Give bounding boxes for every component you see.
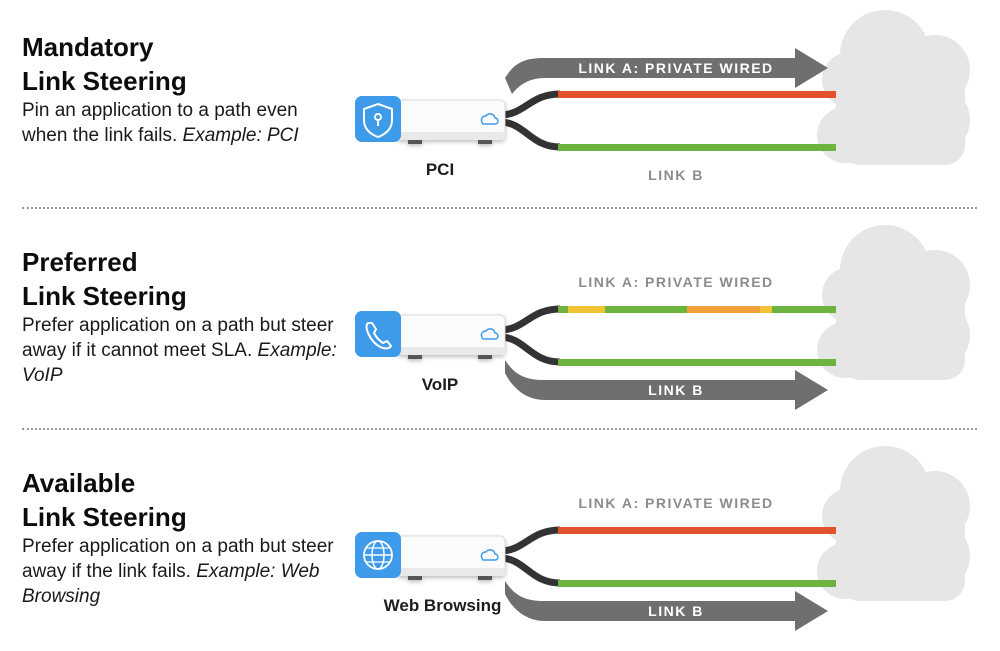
link-a-line [558,527,836,534]
link-a-line [558,91,836,98]
title-line-1: Available [22,468,136,498]
cloud-logo-icon [480,113,499,125]
cable-link-b [499,554,561,587]
title-line-1: Mandatory [22,32,154,62]
link-b-arrow [505,360,828,410]
link-a-line [558,306,836,313]
link-a-label: LINK A: PRIVATE WIRED [578,495,773,511]
description-example: Example: Web Browsing [22,561,320,607]
description-example: Example: PCI [182,125,299,146]
section-divider [22,428,977,430]
link-b-arrow [505,581,828,631]
cable-link-a [499,526,561,555]
title-line-2: Link Steering [22,281,187,311]
app-label: PCI [425,160,455,179]
title-line-2: Link Steering [22,66,187,96]
link-a-label: LINK A: PRIVATE WIRED [578,60,773,76]
cable-link-b [499,118,561,151]
cable-link-a [499,90,561,119]
cloud-logo-icon [480,328,499,340]
link-b-label: LINK B [648,382,704,398]
globe-icon [355,532,401,578]
app-label: VoIP [421,375,459,394]
cloud-logo-icon [480,549,499,561]
title-line-2: Link Steering [22,502,187,532]
cloud-icon [817,446,970,601]
section-title: Preferred Link Steering [22,245,187,313]
cloud-icon [817,10,970,165]
phone-icon [355,311,401,357]
link-b-line [558,359,836,366]
shield-lock-icon [355,96,401,142]
link-b-label: LINK B [648,603,704,619]
app-label: Web Browsing [383,596,502,615]
section-description: Prefer application on a path but steer a… [22,534,342,609]
link-a-label: LINK A: PRIVATE WIRED [578,274,773,290]
description-text: Prefer application on a path but steer a… [22,536,334,582]
section-preferred: LINK A: PRIVATE WIRED LINK B Preferred L… [0,215,1000,430]
description-text: Prefer application on a path but steer a… [22,315,334,361]
section-title: Available Link Steering [22,466,187,534]
link-b-line [558,580,836,587]
diagram-available: LINK A: PRIVATE WIRED LINK B [355,446,970,631]
cable-link-a [499,305,561,334]
section-divider [22,207,977,209]
link-b-line [558,144,836,151]
cloud-icon [817,225,970,380]
title-line-1: Preferred [22,247,138,277]
router-device [396,535,506,580]
section-description: Pin an application to a path even when t… [22,98,342,148]
section-description: Prefer application on a path but steer a… [22,313,342,388]
router-device [396,314,506,359]
section-available: LINK A: PRIVATE WIRED LINK B Available L… [0,436,1000,651]
link-b-label: LINK B [648,167,704,183]
section-title: Mandatory Link Steering [22,30,187,98]
diagram-mandatory: LINK A: PRIVATE WIRED LINK B [355,10,970,183]
link-a-arrow [505,48,828,94]
description-text: Pin an application to a path even when t… [22,100,298,146]
section-mandatory: LINK A: PRIVATE WIRED LINK B Mandatory L… [0,0,1000,215]
diagram-preferred: LINK A: PRIVATE WIRED LINK B [355,225,970,410]
router-device [396,99,506,144]
cable-link-b [499,333,561,366]
description-example: Example: VoIP [22,340,337,386]
